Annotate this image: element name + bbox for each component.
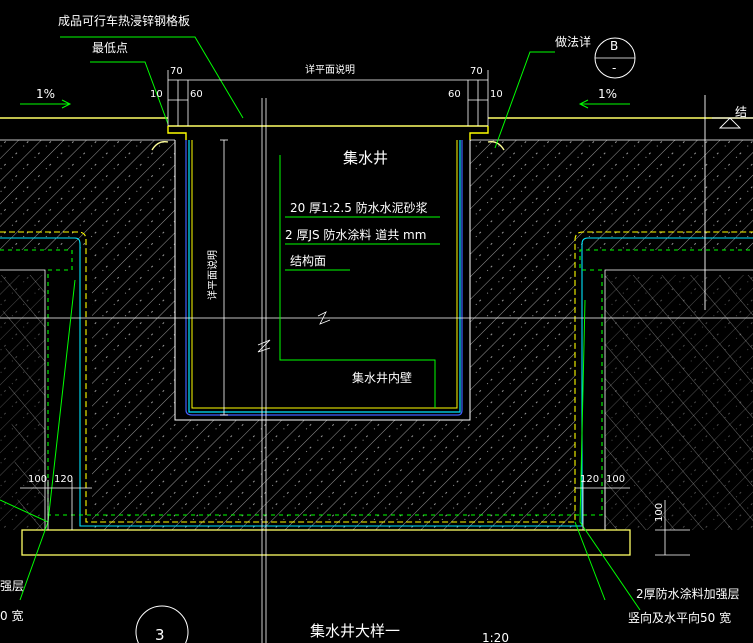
side-layers — [0, 231, 753, 530]
base-slab — [21, 529, 631, 556]
grating-frame — [151, 126, 505, 151]
hatched-structure — [0, 140, 753, 530]
dim-bottom-right-120: 120 — [580, 474, 599, 485]
layer-2: 2 厚JS 防水涂料 道共 mm — [285, 227, 426, 242]
practice-ref-label: 做法详 — [555, 34, 591, 49]
detail-number-circle — [135, 605, 189, 643]
dim-top-right-70: 70 — [470, 66, 483, 77]
pit-title: 集水井 — [343, 149, 388, 167]
leader-lines — [0, 36, 641, 611]
slope-left: 1% — [36, 87, 55, 101]
slope-arrows — [20, 99, 630, 109]
dim-top-right-60: 60 — [448, 89, 461, 100]
dimension-lines-bottom — [20, 480, 690, 556]
dim-top-left-10: 10 — [150, 89, 163, 100]
dim-bottom-right-100: 100 — [606, 474, 625, 485]
dim-top-left-60: 60 — [190, 89, 203, 100]
center-lines — [0, 98, 753, 643]
detail-reference-circle — [594, 37, 636, 79]
plan-size-side: 详平面说明 — [206, 250, 219, 300]
dim-right-vertical-100: 100 — [654, 503, 665, 522]
reinforce-left-1: 强层 — [0, 579, 24, 593]
detail-title: 集水井大样一 — [310, 622, 400, 640]
inner-wall-label: 集水井内壁 — [352, 370, 412, 385]
annotations: 成品可行车热浸锌钢格板 最低点 做法详 B - 1% 1% 结 详平面说明 详平… — [0, 13, 747, 643]
detail-circle-bottom: - — [612, 61, 616, 75]
reinforce-right-2: 竖向及水平向50 宽 — [628, 610, 731, 625]
layer-1: 20 厚1:2.5 防水水泥砂浆 — [290, 200, 428, 215]
level-marker — [704, 95, 753, 310]
detail-circle-top: B — [610, 39, 618, 53]
reinforce-left-2: 0 宽 — [0, 608, 23, 623]
pit-walls — [174, 140, 471, 421]
right-edge-text: 结 — [735, 105, 747, 119]
dim-bottom-left-100: 100 — [28, 474, 47, 485]
detail-number: 3 — [155, 626, 165, 643]
ground-surface — [0, 117, 753, 141]
dim-bottom-left-120: 120 — [54, 474, 73, 485]
dimension-lines-top — [167, 70, 489, 416]
layer-3: 结构面 — [290, 253, 326, 268]
dim-top-right-10: 10 — [490, 89, 503, 100]
slope-right: 1% — [598, 87, 617, 101]
dim-top-left-70: 70 — [170, 66, 183, 77]
reinforce-right-1: 2厚防水涂料加强层 — [636, 586, 740, 601]
plan-size-top: 详平面说明 — [305, 63, 355, 76]
grating-label: 成品可行车热浸锌钢格板 — [58, 13, 190, 28]
lowest-point-label: 最低点 — [92, 41, 128, 55]
detail-scale: 1:20 — [482, 631, 509, 643]
